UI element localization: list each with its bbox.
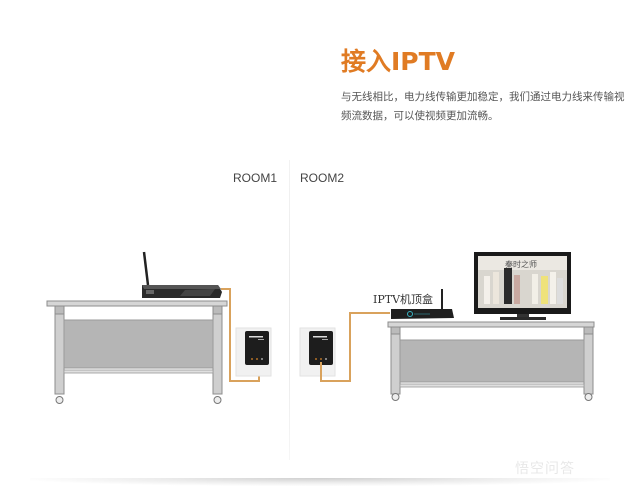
iptv-box-label: IPTV机顶盒 [373, 293, 434, 306]
room1-table [46, 300, 228, 404]
room2-table [387, 321, 595, 401]
svg-text:秦时之师: 秦时之师 [505, 259, 537, 269]
iptv-box-icon [391, 289, 454, 319]
cable-adapter-iptv [320, 312, 390, 382]
powerline-adapter-1-icon [235, 327, 272, 377]
router-icon [142, 251, 222, 298]
page-description: 与无线相比，电力线传输更加稳定，我们通过电力线来传输视频流数据，可以使视频更加流… [341, 91, 625, 122]
powerline-adapter-2-icon [299, 327, 336, 377]
room2-label: ROOM2 [300, 171, 345, 185]
watermark: 悟空问答 [515, 461, 575, 477]
tv-icon: 秦时之师 [474, 252, 571, 320]
bottom-shadow [30, 478, 610, 486]
page-title: 接入IPTV [341, 47, 456, 76]
room-divider [289, 160, 290, 460]
room1-label: ROOM1 [233, 171, 278, 185]
